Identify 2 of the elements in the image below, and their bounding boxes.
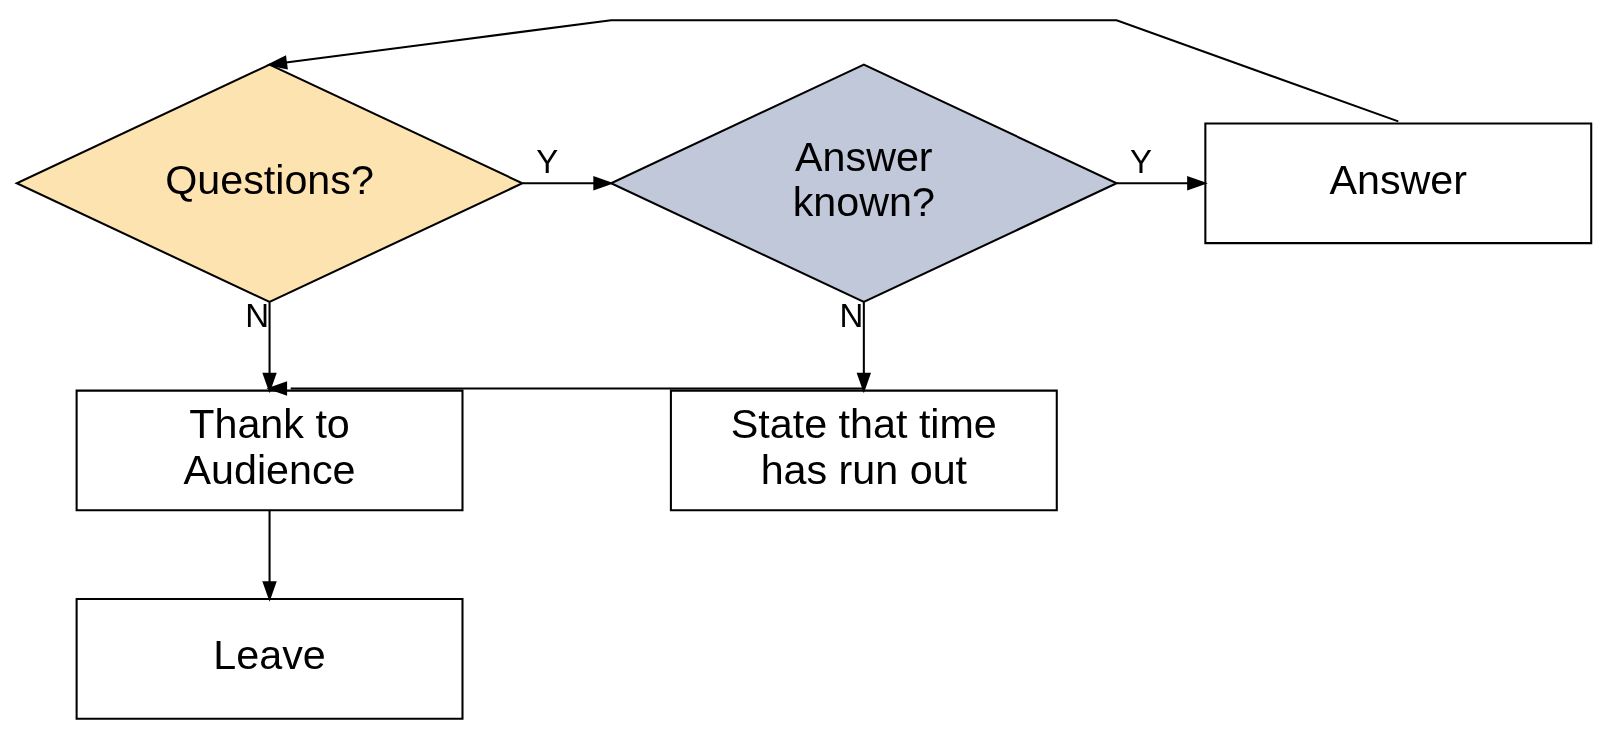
edge-label: Y [1130,142,1153,180]
edge-label: Y [536,142,559,180]
